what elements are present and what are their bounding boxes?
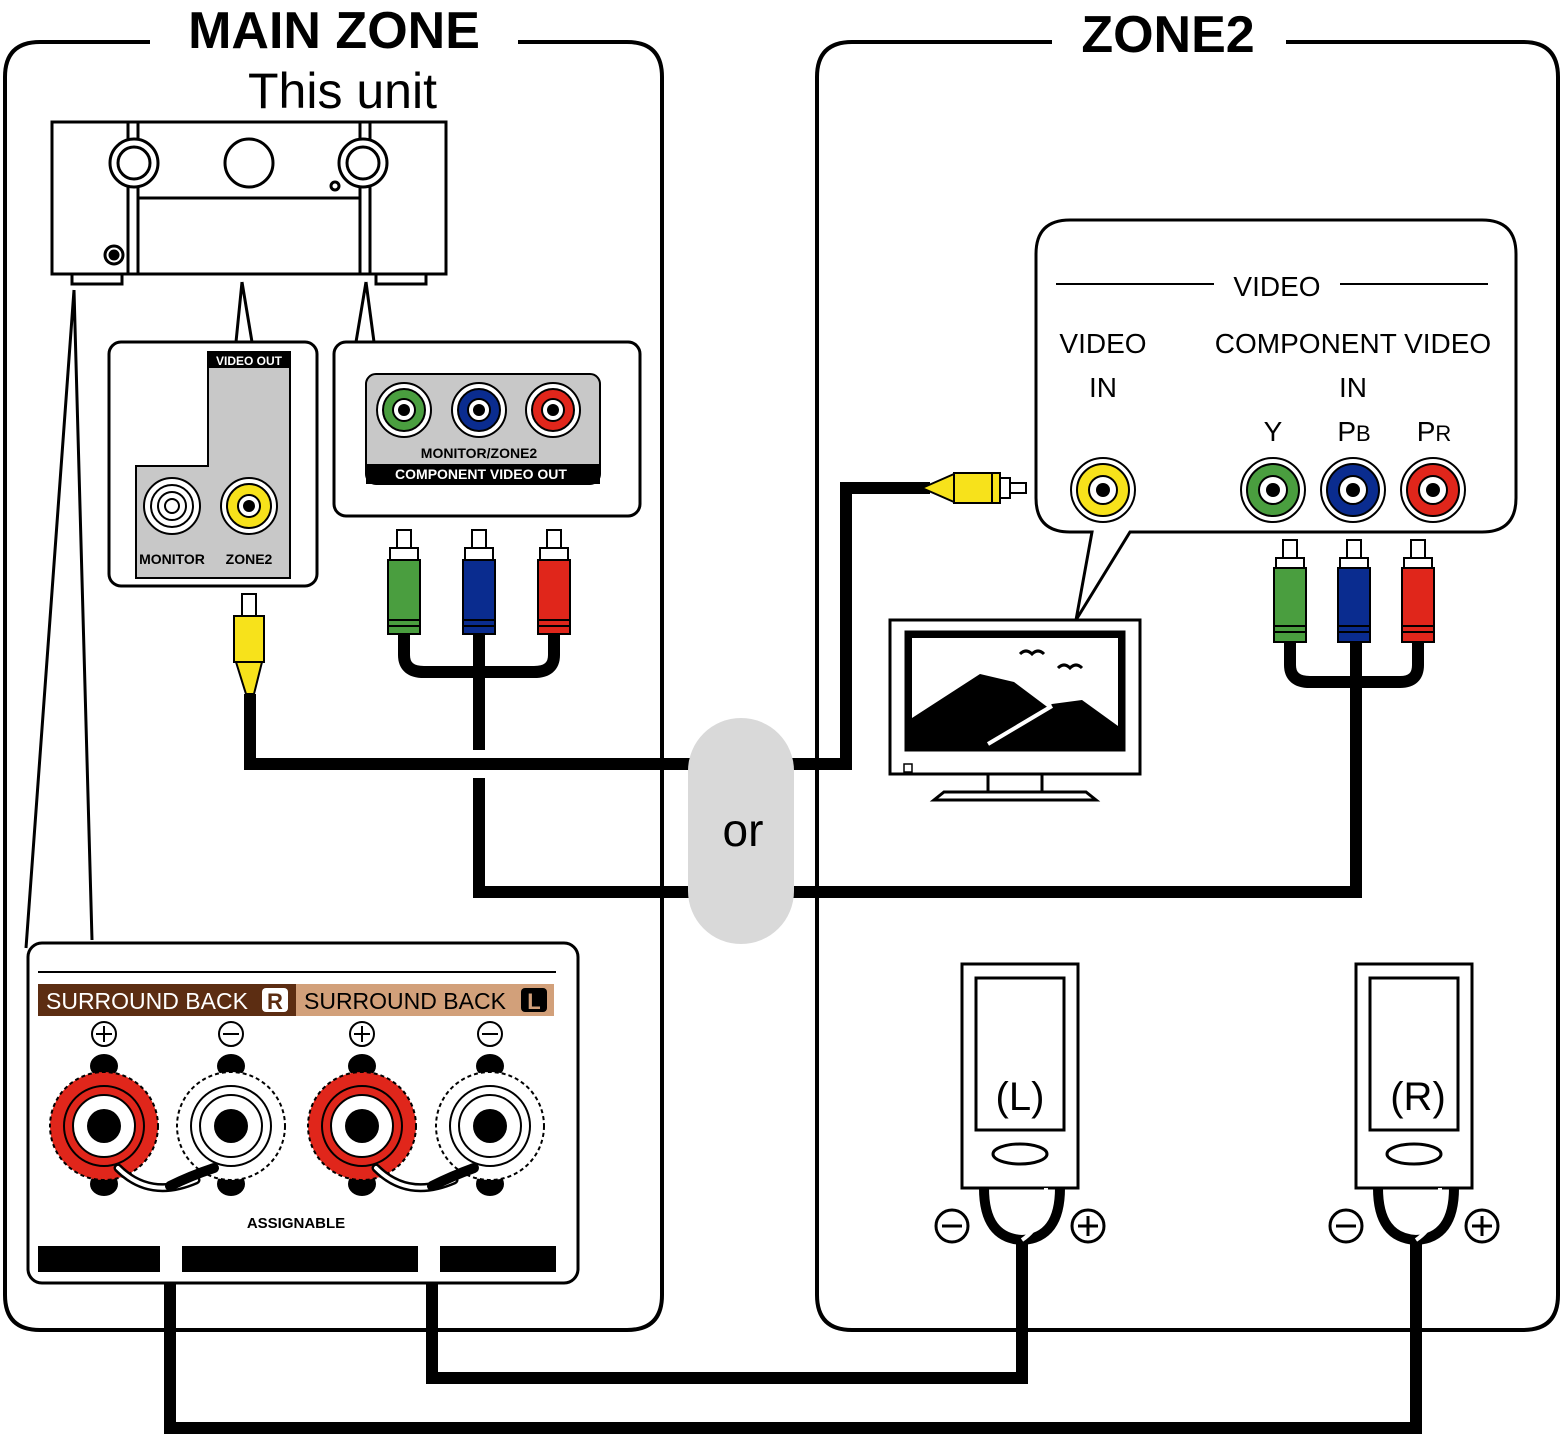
plug-composite-tv xyxy=(919,472,1027,504)
speaker-left-label: (L) xyxy=(996,1075,1045,1119)
component-out-pb-jack xyxy=(451,382,507,438)
surround-back-r-label: SURROUND BACK xyxy=(46,988,249,1014)
plug-component-pb-main xyxy=(462,529,496,635)
speaker-left-polarity xyxy=(934,1208,1106,1244)
monitor-jack xyxy=(143,477,201,535)
tv-pb-jack xyxy=(1320,457,1386,523)
tv-y-jack xyxy=(1240,457,1306,523)
speaker-cable-right xyxy=(164,1180,1422,1434)
tv-pr-jack xyxy=(1400,457,1466,523)
plug-composite-main xyxy=(233,593,265,695)
television xyxy=(888,618,1142,802)
pr-label: PR xyxy=(1417,416,1452,447)
r-badge: R xyxy=(267,989,283,1014)
component-in-label-1: COMPONENT VIDEO xyxy=(1215,328,1491,359)
plug-component-y-tv xyxy=(1273,539,1307,643)
plug-component-pr-main xyxy=(537,529,571,635)
tv-video-in-jack xyxy=(1070,457,1136,523)
receiver-unit xyxy=(50,120,448,286)
plug-component-pr-tv xyxy=(1401,539,1435,643)
zone2-jack-label: ZONE2 xyxy=(226,551,273,567)
callout-pointers xyxy=(24,281,376,949)
component-out-pr-jack xyxy=(525,382,581,438)
component-out-label-2: COMPONENT VIDEO OUT xyxy=(395,466,567,482)
binding-post-l-plus xyxy=(307,1054,417,1196)
this-unit-label: This unit xyxy=(248,63,437,119)
main-zone-title: MAIN ZONE xyxy=(188,2,480,60)
l-badge: L xyxy=(527,989,540,1014)
assignable-label: ASSIGNABLE xyxy=(247,1215,345,1232)
video-in-label-1: VIDEO xyxy=(1059,328,1146,359)
plug-component-pb-tv xyxy=(1337,539,1371,643)
zone2-frame xyxy=(815,40,1560,1332)
video-in-label-2: IN xyxy=(1089,372,1117,403)
main-zone-frame xyxy=(3,40,664,1332)
or-label: or xyxy=(723,804,764,856)
speaker-right-polarity xyxy=(1328,1208,1500,1244)
binding-post-r-minus xyxy=(176,1054,286,1196)
zone2-title: ZONE2 xyxy=(1081,6,1254,64)
video-group-title: VIDEO xyxy=(1233,271,1320,302)
video-out-panel: VIDEO OUT MONITOR ZONE2 xyxy=(107,340,319,588)
component-out-y-jack xyxy=(376,382,432,438)
plug-component-y-main xyxy=(387,529,421,635)
speaker-right-label: (R) xyxy=(1390,1075,1446,1119)
speaker-right xyxy=(1354,962,1474,1246)
binding-post-l-minus xyxy=(435,1054,545,1196)
speaker-terminal-panel: SURROUND BACK R SURROUND BACK L xyxy=(26,941,580,1285)
pb-label: PB xyxy=(1337,416,1370,447)
component-in-label-2: IN xyxy=(1339,372,1367,403)
surround-back-l-label: SURROUND BACK xyxy=(304,988,507,1014)
monitor-jack-label: MONITOR xyxy=(139,551,205,567)
tv-input-panel: VIDEO VIDEO IN COMPONENT VIDEO IN Y PB P… xyxy=(1034,218,1518,621)
speaker-left xyxy=(960,962,1080,1246)
or-badge: or xyxy=(688,718,794,944)
component-out-panel: MONITOR/ZONE2 COMPONENT VIDEO OUT xyxy=(332,340,642,518)
composite-cable xyxy=(244,482,930,770)
binding-post-r-plus xyxy=(49,1054,159,1196)
video-out-header: VIDEO OUT xyxy=(216,354,283,368)
component-out-label-1: MONITOR/ZONE2 xyxy=(421,445,538,461)
polarity-signs xyxy=(91,1021,503,1047)
y-label: Y xyxy=(1264,416,1283,447)
zone2-video-jack xyxy=(220,477,278,535)
